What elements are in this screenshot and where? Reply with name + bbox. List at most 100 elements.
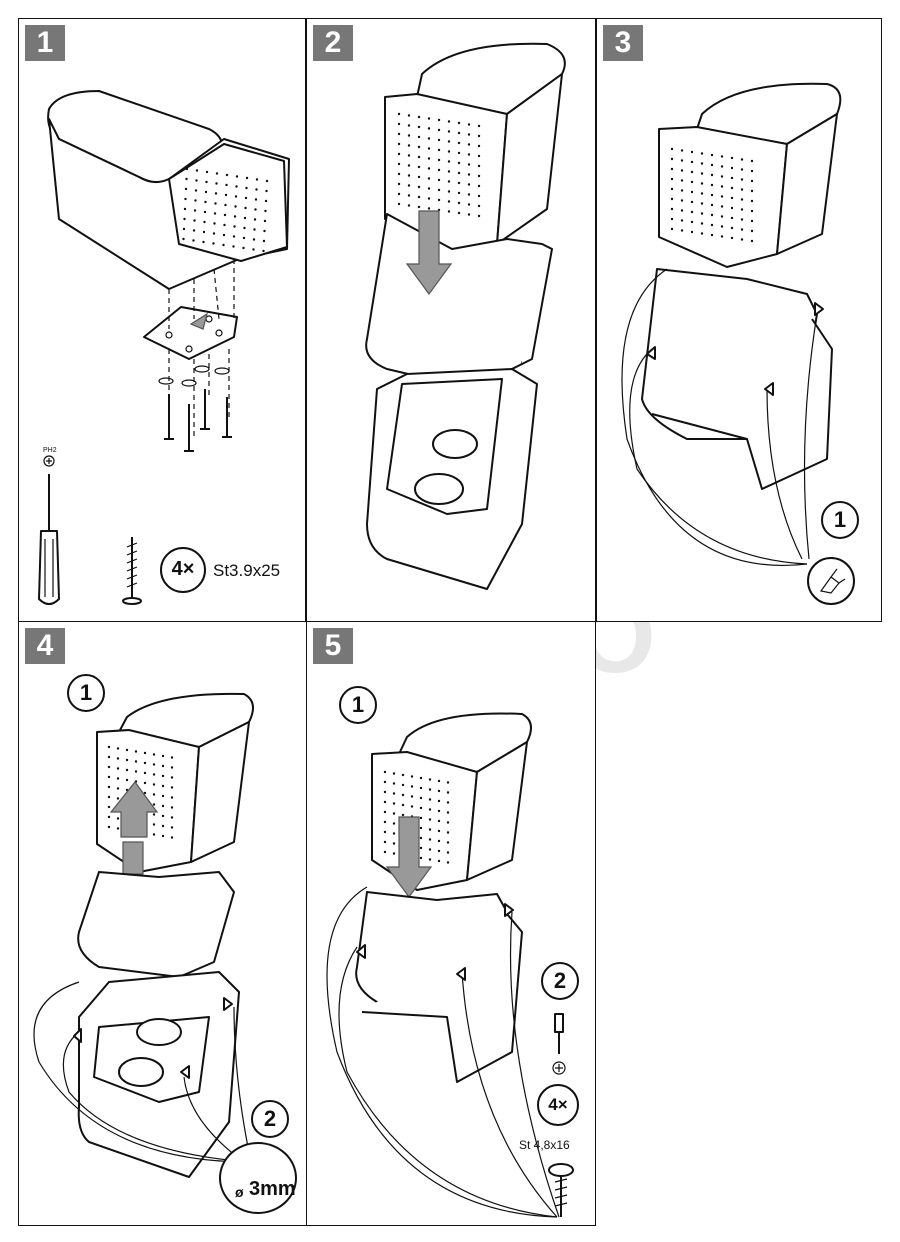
perforation-dot (419, 846, 423, 850)
pull-up-arrow (109, 781, 159, 838)
perforation-dot (428, 828, 432, 831)
perforation-dot (182, 237, 185, 241)
perforation-dot (750, 169, 754, 173)
perforation-dot (477, 144, 481, 148)
perforation-dot (720, 195, 724, 198)
perforation-dot (170, 766, 174, 769)
step-2-badge: 2 (313, 25, 353, 61)
perforation-dot (710, 193, 714, 197)
perforation-dot (437, 829, 441, 833)
perforation-dot (447, 160, 451, 163)
perforation-dot (690, 230, 694, 234)
perforation-dot (125, 778, 129, 782)
perforation-dot (252, 238, 256, 241)
perforation-dot (419, 826, 423, 830)
perforation-dot (437, 819, 441, 823)
perforation-dot (740, 168, 744, 171)
substep-1-badge: 1 (821, 501, 859, 539)
perforation-dot (243, 216, 247, 220)
perforation-dot (184, 197, 187, 201)
perforation-dot (740, 158, 744, 161)
perforation-dot (184, 187, 188, 191)
perforation-dot (232, 235, 236, 238)
perforation-dot (437, 138, 441, 142)
perforation-dot (720, 175, 724, 178)
perforation-dot (427, 117, 431, 120)
perforation-dot (152, 823, 156, 826)
perforation-dot (233, 225, 236, 228)
perforation-dot (750, 179, 754, 183)
perforation-dot (152, 803, 156, 806)
perforation-dot (690, 200, 694, 204)
perforation-dot (419, 786, 423, 790)
perforation-dot (235, 185, 238, 188)
perforation-dot (417, 205, 421, 209)
perforation-dot (152, 793, 156, 796)
perforation-dot (253, 228, 256, 231)
perforation-dot (427, 197, 431, 200)
step-2-illustration (365, 42, 566, 590)
perforation-dot (383, 770, 387, 774)
perforation-dot (263, 229, 266, 233)
perforation-dot (457, 141, 461, 145)
perforation-dot (170, 806, 174, 809)
perforation-dot (253, 218, 257, 221)
step-1-illustration (38, 90, 290, 605)
perforation-dot (223, 223, 226, 227)
perforation-dot (214, 202, 217, 205)
perforation-dot (242, 246, 245, 250)
perforation-dot (264, 199, 268, 203)
perforation-dot (401, 783, 405, 787)
substep-1-badge: 1 (339, 686, 377, 724)
perforation-dot (437, 799, 441, 803)
screw-icon (122, 537, 142, 605)
perforation-dot (680, 219, 684, 222)
perforation-dot (107, 795, 111, 799)
perforation-dot (467, 133, 471, 136)
perforation-dot (254, 198, 258, 201)
perforation-dot (397, 192, 401, 196)
perforation-dot (477, 154, 481, 158)
perforation-dot (670, 167, 674, 171)
perforation-dot (125, 748, 129, 752)
push-down-arrow (385, 816, 433, 899)
perforation-dot (446, 811, 450, 814)
perforation-dot (134, 770, 138, 773)
perforation-dot (750, 229, 754, 233)
perforation-dot (116, 747, 120, 750)
perforation-dot (107, 805, 111, 809)
perforation-dot (194, 199, 197, 202)
perforation-dot (116, 757, 120, 760)
perforation-dot (680, 159, 684, 162)
perforation-dot (410, 805, 414, 808)
perforation-dot (116, 817, 120, 820)
perforation-dot (397, 122, 401, 126)
perforation-dot (446, 791, 450, 794)
perforation-dot (407, 204, 411, 207)
perforation-dot (152, 773, 156, 776)
perforation-dot (457, 121, 461, 125)
perforation-dot (446, 831, 450, 834)
perforation-dot (185, 167, 189, 171)
perforation-dot (467, 143, 471, 146)
perforation-dot (680, 179, 684, 182)
perforation-dot (392, 832, 396, 835)
perforation-dot (107, 755, 111, 759)
perforation-dot (680, 149, 684, 152)
step-3-illustration (621, 82, 842, 566)
perforation-dot (427, 157, 431, 160)
perforation-dot (152, 813, 156, 816)
perforation-dot (161, 774, 165, 778)
perforation-dot (467, 173, 471, 176)
perforation-dot (233, 215, 237, 218)
perforation-dot (262, 239, 266, 243)
step-4-panel: 4 1 2 ø 3mm (18, 621, 307, 1226)
perforation-dot (730, 166, 734, 170)
perforation-dot (446, 781, 450, 784)
substep-2-badge: 2 (251, 1100, 289, 1138)
perforation-dot (457, 201, 461, 205)
perforation-dot (222, 233, 226, 237)
perforation-dot (107, 745, 111, 749)
perforation-dot (407, 174, 411, 177)
perforation-dot (710, 233, 714, 237)
